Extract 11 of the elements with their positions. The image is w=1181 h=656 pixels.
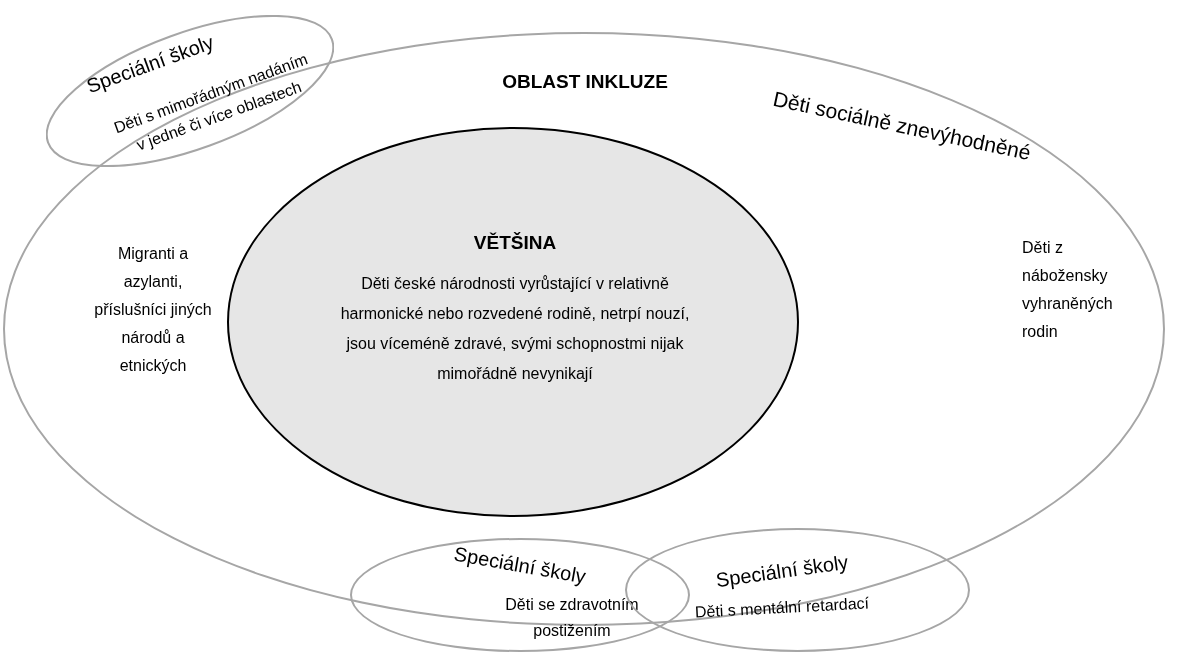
ellipse-description: Děti se zdravotním postižením — [504, 595, 640, 641]
group-label: Migranti a azylanti, příslušníci jiných národů a etnických — [93, 244, 213, 376]
ellipse-description: Děti s mentální retardací — [693, 593, 871, 623]
small-ellipse — [350, 538, 690, 652]
ellipse-heading: VĚTŠINA — [472, 231, 558, 255]
ellipse-heading: Speciální školy — [713, 549, 851, 594]
outer-ellipse — [3, 32, 1165, 626]
group-label: Děti z nábožensky vyhraněných rodin — [1022, 238, 1114, 342]
ellipse-heading: Speciální školy — [451, 541, 589, 590]
ellipse-description: Děti české národnosti vyrůstající v relativně harmonické nebo rozvedené rodině, netrpí nouzí, jsou víceméně zdravé, svými schopnostmi nijak mimořádně nevynikají — [339, 274, 691, 384]
ellipse-heading: OBLAST INKLUZE — [501, 70, 669, 94]
